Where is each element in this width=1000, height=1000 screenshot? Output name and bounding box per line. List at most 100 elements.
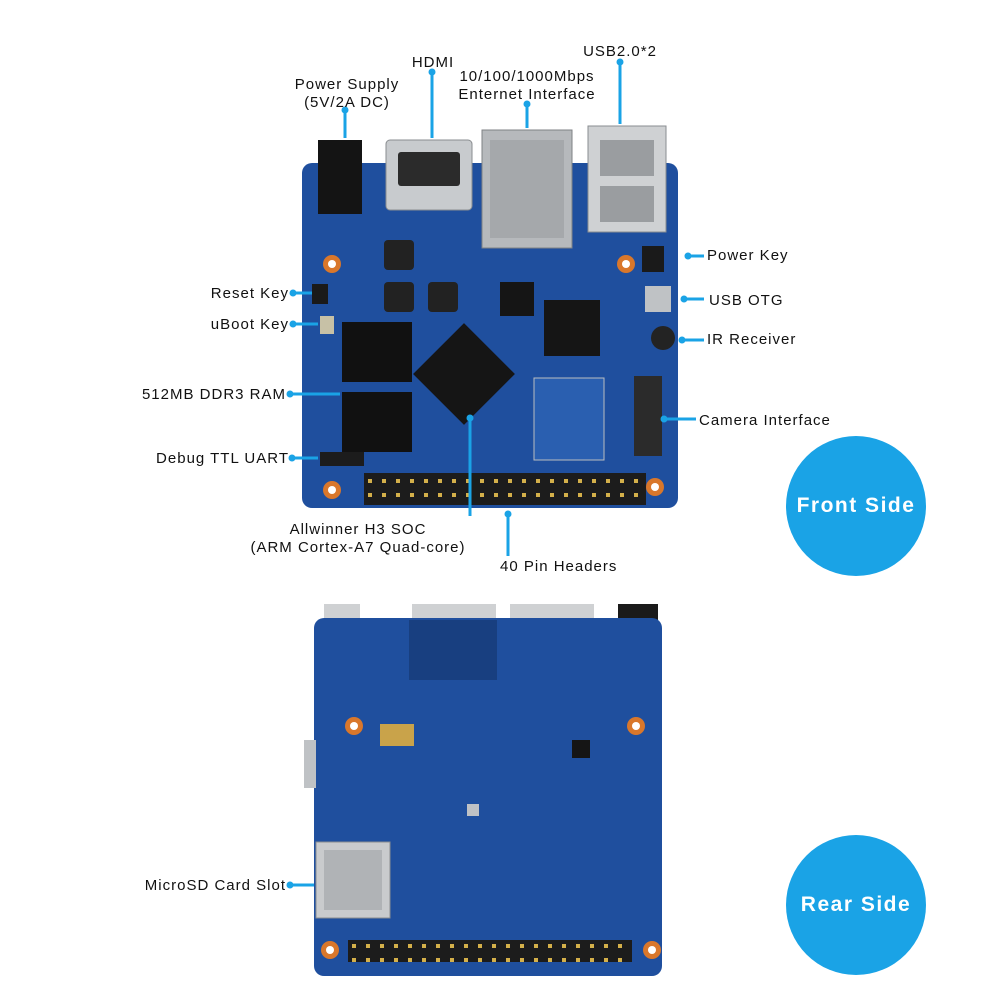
header-pin: [548, 958, 552, 962]
pointer-dot: [289, 289, 297, 297]
header-pin: [548, 944, 552, 948]
header-pin: [592, 479, 596, 483]
header-pin: [576, 958, 580, 962]
header-pin: [424, 479, 428, 483]
header-pin: [422, 958, 426, 962]
header-pin: [464, 958, 468, 962]
label-uart: Debug TTL UART: [156, 450, 289, 467]
header-pin: [466, 493, 470, 497]
header-pin: [452, 493, 456, 497]
header-pin: [352, 944, 356, 948]
header-pin: [520, 958, 524, 962]
header-pin: [592, 493, 596, 497]
header-pin: [368, 493, 372, 497]
pointer-dot: [504, 510, 512, 518]
pointer-dot: [523, 100, 531, 108]
dc-jack: [318, 140, 362, 214]
front-side-badge: Front Side: [786, 436, 926, 576]
header-pin: [534, 958, 538, 962]
header-pin: [478, 944, 482, 948]
header-pin: [478, 958, 482, 962]
header-pin: [422, 944, 426, 948]
header-pin: [464, 944, 468, 948]
header-pin: [436, 958, 440, 962]
header-pin: [450, 944, 454, 948]
pointer-dot: [428, 68, 436, 76]
header-pin: [634, 479, 638, 483]
power-key: [642, 246, 664, 272]
header-pin: [396, 479, 400, 483]
label-power-supply: Power Supply (5V/2A DC): [294, 76, 400, 111]
label-camera-interface: Camera Interface: [699, 412, 831, 429]
header-pin: [520, 944, 524, 948]
pointer-dot: [660, 415, 668, 423]
header-pin: [438, 493, 442, 497]
label-power-key: Power Key: [707, 247, 789, 264]
pointer-dot: [466, 414, 474, 422]
header-pin: [408, 944, 412, 948]
header-pin: [506, 944, 510, 948]
header-pin: [620, 493, 624, 497]
header-pin: [604, 958, 608, 962]
pointer-dot: [286, 390, 294, 398]
uboot-key-button: [320, 316, 334, 334]
ir-receiver: [651, 326, 675, 350]
header-pin: [562, 958, 566, 962]
header-pin: [366, 944, 370, 948]
header-pin: [380, 958, 384, 962]
front-pin-header: [364, 473, 646, 505]
header-pin: [604, 944, 608, 948]
header-pin: [606, 493, 610, 497]
header-pin: [382, 493, 386, 497]
header-pin: [536, 493, 540, 497]
usb-otg-port: [645, 286, 671, 312]
header-pin: [618, 944, 622, 948]
header-pin: [536, 479, 540, 483]
header-pin: [368, 479, 372, 483]
header-pin: [562, 944, 566, 948]
label-usb: USB2.0*2: [583, 43, 657, 60]
header-pin: [618, 958, 622, 962]
header-pin: [634, 493, 638, 497]
header-pin: [366, 958, 370, 962]
label-ram: 512MB DDR3 RAM: [141, 386, 286, 403]
header-pin: [492, 944, 496, 948]
label-microsd: MicroSD Card Slot: [144, 877, 286, 894]
label-uboot-key: uBoot Key: [210, 316, 289, 333]
header-pin: [352, 958, 356, 962]
reset-key-button: [312, 284, 328, 304]
pointer-dot: [616, 58, 624, 66]
header-pin: [576, 944, 580, 948]
header-pin: [466, 479, 470, 483]
header-pin: [394, 958, 398, 962]
header-pin: [452, 479, 456, 483]
pointer-dot: [680, 295, 688, 303]
header-pin: [508, 493, 512, 497]
header-pin: [424, 493, 428, 497]
rear-pcb: [314, 618, 662, 976]
label-soc: Allwinner H3 SOC (ARM Cortex-A7 Quad-cor…: [250, 521, 466, 556]
pointer-dot: [286, 881, 294, 889]
header-pin: [522, 479, 526, 483]
h3-soc-chip: [413, 323, 515, 425]
header-pin: [522, 493, 526, 497]
header-pin: [494, 493, 498, 497]
rear-side-badge: Rear Side: [786, 835, 926, 975]
label-pin-headers: 40 Pin Headers: [500, 558, 618, 575]
header-pin: [534, 944, 538, 948]
header-pin: [410, 493, 414, 497]
ram-chip-2: [342, 392, 412, 452]
header-pin: [590, 944, 594, 948]
uart-pins: [320, 452, 364, 466]
ram-chip-1: [342, 322, 412, 382]
pointer-dot: [289, 320, 297, 328]
header-pin: [394, 944, 398, 948]
header-pin: [578, 493, 582, 497]
header-pin: [508, 479, 512, 483]
label-hdmi: HDMI: [411, 54, 455, 71]
label-ir-receiver: IR Receiver: [707, 331, 797, 348]
header-pin: [578, 479, 582, 483]
